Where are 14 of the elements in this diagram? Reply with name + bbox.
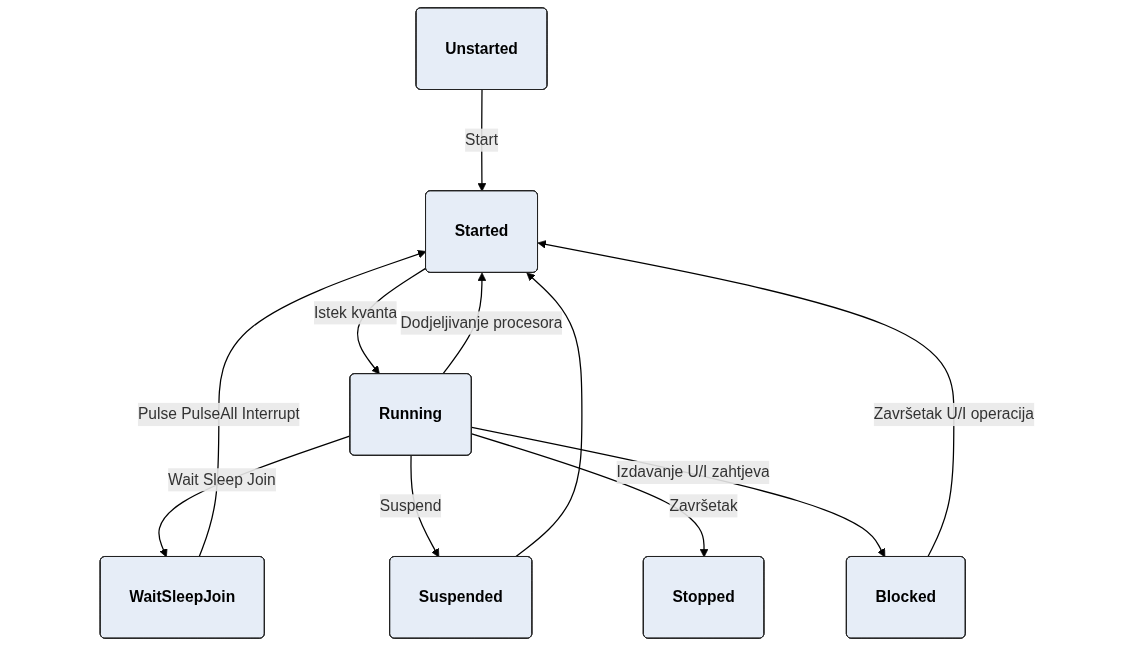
edge-label: Završetak U/I operacija [873,405,1034,423]
edge-label: Pulse PulseAll Interrupt [137,405,300,423]
arrow [158,435,351,558]
arrow [514,272,583,558]
arrow [471,426,886,558]
edge-label: Start [465,131,498,148]
edge-label: Wait Sleep Join [168,471,276,488]
edge-label: Istek kvanta [313,304,398,321]
edge-label: Dodjeljivanje procesora [400,314,563,331]
edge-label: Suspend [379,497,442,514]
edge-label: Izdavanje U/I zahtjeva [616,463,770,481]
arrow [471,433,709,558]
edge-label: Završetak [669,497,738,514]
arrow [537,240,955,558]
